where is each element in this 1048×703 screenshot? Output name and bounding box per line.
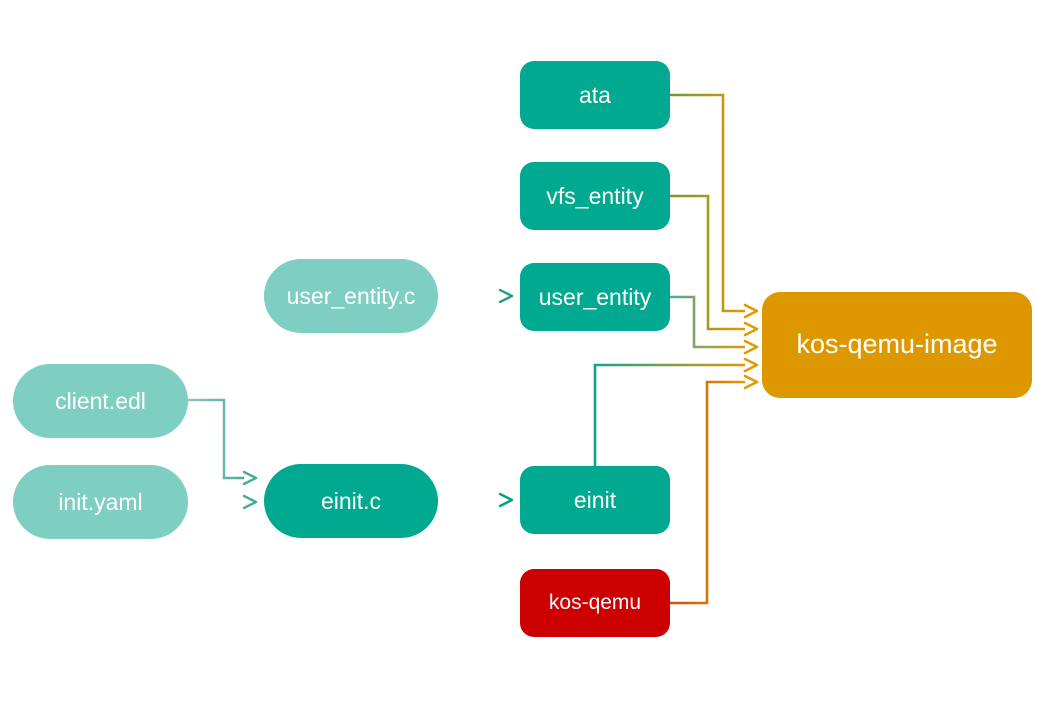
node-kos-qemu[interactable]: kos-qemu [520,569,670,637]
edge-init-yaml-to-einit-c [188,494,258,510]
arrowhead [498,288,514,304]
arrowhead [743,357,759,373]
edge-user-entity-c-to-user-entity [438,288,514,304]
node-init-yaml[interactable]: init.yaml [13,465,188,539]
arrowhead [743,339,759,355]
node-user-entity-label: user_entity [538,283,652,310]
arrowhead [242,470,258,486]
edge-einit-to-image [593,357,759,466]
node-client-edl-label: client.edl [55,387,146,414]
arrowhead [242,494,258,510]
node-vfs-entity[interactable]: vfs_entity [520,162,670,230]
arrowhead [498,492,514,508]
node-init-yaml-label: init.yaml [58,488,143,515]
edge-ata-to-image [670,93,759,319]
node-einit-label: einit [573,486,617,513]
node-kos-qemu-image-label: kos-qemu-image [796,329,998,360]
node-kos-qemu-label: kos-qemu [548,590,642,614]
node-vfs-entity-label: vfs_entity [546,182,644,209]
node-ata[interactable]: ata [520,61,670,129]
edge-einit-c-to-einit [438,492,514,508]
edge-vfs-entity-to-image [670,194,759,337]
arrowhead [743,321,759,337]
node-client-edl[interactable]: client.edl [13,364,188,438]
node-einit-c-label: einit.c [320,487,382,514]
node-ata-label: ata [579,81,611,108]
arrowhead [743,374,759,390]
node-einit[interactable]: einit [520,466,670,534]
arrowhead [743,303,759,319]
node-user-entity-c[interactable]: user_entity.c [264,259,438,333]
node-user-entity[interactable]: user_entity [520,263,670,331]
edge-client-edl-to-einit-c [188,398,258,486]
node-kos-qemu-image[interactable]: kos-qemu-image [762,292,1032,398]
node-user-entity-c-label: user_entity.c [286,282,416,309]
node-einit-c[interactable]: einit.c [264,464,438,538]
edge-user-entity-to-image [670,295,759,355]
edge-kos-qemu-to-image [670,374,759,605]
